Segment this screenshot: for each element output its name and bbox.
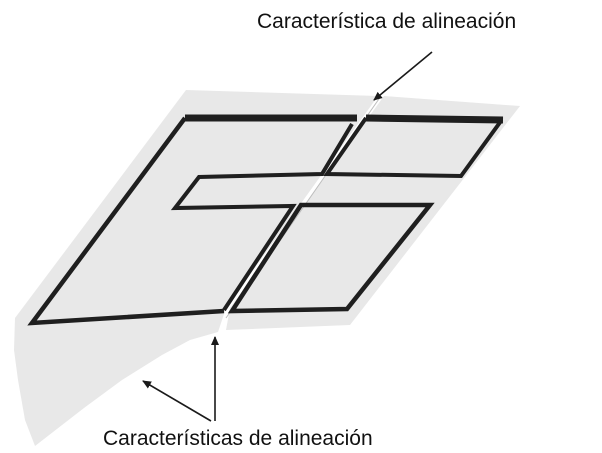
bottom-arrow-left [142, 380, 212, 422]
right-outline [227, 114, 504, 314]
alignment-feature-label: Característica de alineación [257, 10, 517, 33]
alignment-features-label: Características de alineación [103, 427, 373, 450]
top-arrow [373, 51, 433, 101]
right-sheet [226, 96, 520, 330]
left-outline [27, 114, 357, 326]
left-sheet [14, 90, 378, 446]
